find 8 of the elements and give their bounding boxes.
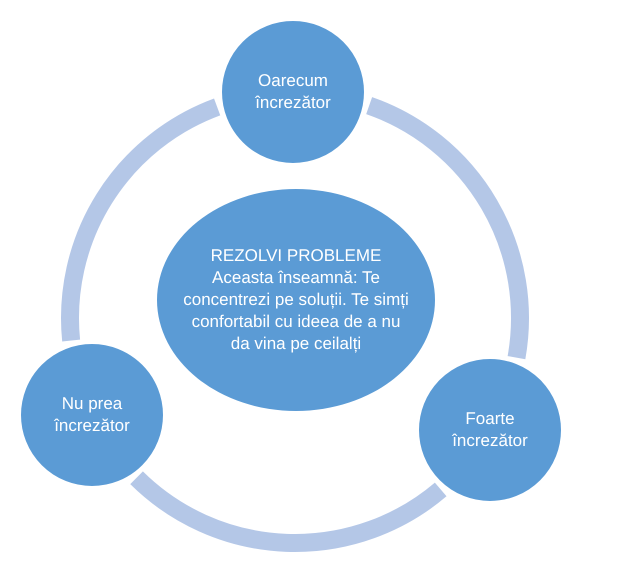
node-label: Foarte încrezător <box>451 408 529 452</box>
ring-segment <box>61 98 221 341</box>
node-label: Aceasta înseamnă: Te concentrezi pe soluții. Te simți confortabil cu ideea de a nu da vina pe ceilalți <box>182 266 410 356</box>
ring-segment <box>130 471 446 552</box>
ring-segment <box>366 97 529 359</box>
node-label: Nu prea încrezător <box>53 392 131 437</box>
node-heading: REZOLVI PROBLEME <box>210 244 382 267</box>
node-label: Oarecum încrezător <box>254 70 332 114</box>
